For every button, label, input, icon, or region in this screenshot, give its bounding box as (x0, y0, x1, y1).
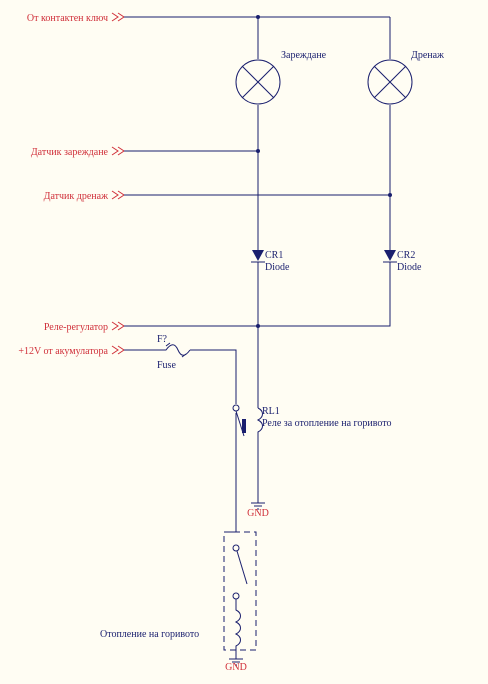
port-arrow-drain-sensor (111, 190, 125, 200)
wire-relay-contact-down (227, 413, 237, 533)
ground-label-1: GND (247, 508, 269, 519)
lamp-charge (235, 59, 281, 105)
fuse-symbol (157, 342, 191, 358)
diode-cr1-ref: CR1 (265, 250, 283, 261)
port-label-regulator: Реле-регулатор (44, 322, 108, 333)
port-label-charge-sensor: Датчик зареждане (31, 147, 109, 158)
port-arrow-regulator (111, 321, 125, 331)
diode-cr1-type: Diode (265, 262, 290, 273)
junction-dot (388, 193, 392, 197)
port-arrow-battery (111, 345, 125, 355)
ground-symbol (229, 658, 243, 666)
relay-desc: Реле за отопление на горивото (262, 418, 391, 429)
wire-cr2-bottom (124, 262, 391, 327)
relay-ref: RL1 (262, 406, 280, 417)
lamp-charge-label: Зареждане (281, 50, 327, 61)
junction-dot (256, 149, 260, 153)
ground-label-2: GND (225, 662, 247, 673)
lamp-drain (367, 59, 413, 105)
junction-dot (256, 15, 260, 19)
port-label-drain-sensor: Датчик дренаж (44, 191, 108, 202)
heater-label: Отопление на горивото (100, 629, 199, 640)
wire-fuse-to-relay (190, 349, 237, 404)
diode-cr2 (383, 250, 397, 263)
lamp-drain-label: Дренаж (411, 50, 444, 61)
fuse-ref: F? (157, 334, 168, 345)
relay-rl1 (232, 404, 263, 437)
port-label-battery: +12V от акумулатора (18, 346, 108, 357)
junction-dot (256, 324, 260, 328)
port-label-ignition: От контактен ключ (27, 13, 108, 24)
port-arrow-charge-sensor (111, 146, 125, 156)
diode-cr2-type: Diode (397, 262, 422, 273)
fuse-type: Fuse (157, 360, 176, 371)
diode-cr1 (251, 250, 265, 263)
diode-cr2-ref: CR2 (397, 250, 415, 261)
heater-block (223, 531, 257, 659)
port-arrow-ignition (111, 12, 125, 22)
ground-symbol (251, 502, 265, 510)
